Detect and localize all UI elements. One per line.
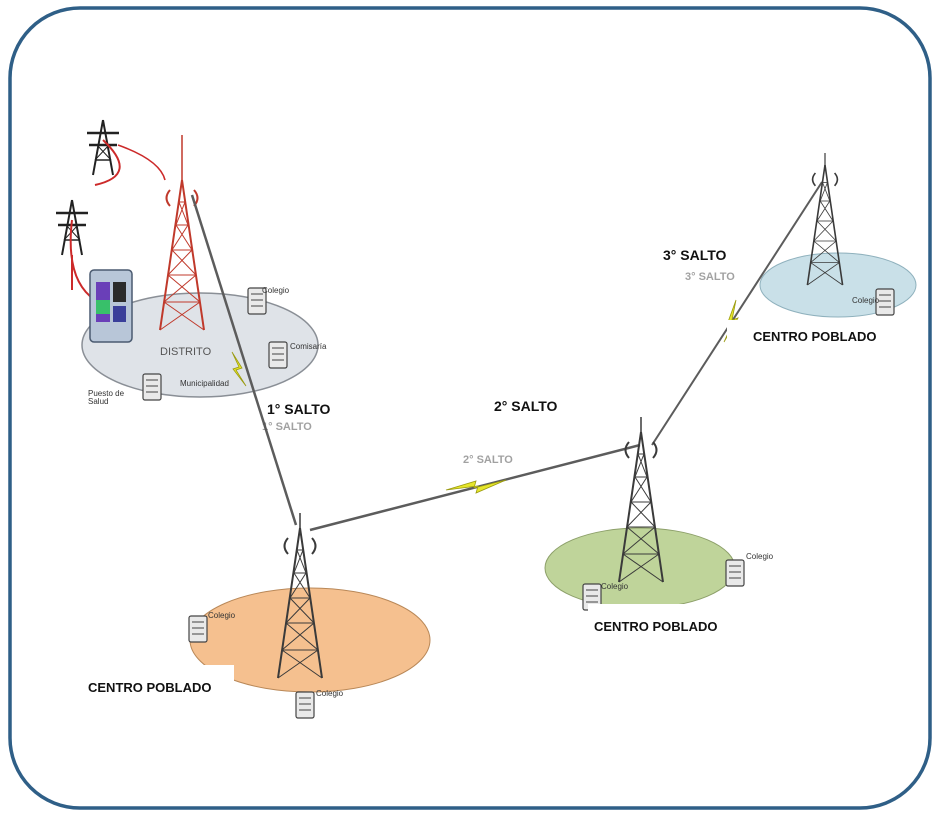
- hop-3-faint-label: 3° SALTO: [685, 271, 735, 283]
- school-label: Colegio: [316, 689, 344, 698]
- building-icon: [188, 615, 208, 643]
- hop-2-faint-label: 2° SALTO: [463, 454, 513, 466]
- power-cabinet-icon: [89, 269, 133, 343]
- hop-1-faint-label: 1° SALTO: [262, 421, 312, 433]
- health-post-label: Puesto de Salud: [88, 389, 125, 406]
- link-hop-3: [651, 181, 823, 446]
- building-icon: [268, 341, 288, 369]
- school-label: Colegio: [746, 552, 774, 561]
- school-label: Colegio: [208, 611, 236, 620]
- school-label: Colegio: [852, 296, 880, 305]
- populated-center-label: CENTRO POBLADO: [588, 604, 728, 653]
- building-icon: [725, 559, 745, 587]
- hop-2-label: 2° SALTO: [491, 398, 561, 414]
- municipality-label: Municipalidad: [180, 379, 229, 388]
- link-hop-1: [190, 194, 298, 526]
- hop-3-label: 3° SALTO: [660, 247, 730, 263]
- populated-center-label: CENTRO POBLADO: [727, 320, 891, 357]
- main-site-area: [81, 292, 319, 398]
- school-label: Colegio: [262, 286, 290, 295]
- police-label: Comisaría: [290, 342, 327, 351]
- populated-center-label: CENTRO POBLADO: [80, 665, 234, 712]
- building-icon: [295, 691, 315, 719]
- main-site-name: DISTRITO: [160, 346, 212, 358]
- hop-1-label: 1° SALTO: [264, 401, 334, 417]
- building-icon: [142, 373, 162, 401]
- school-label: Colegio: [601, 582, 629, 591]
